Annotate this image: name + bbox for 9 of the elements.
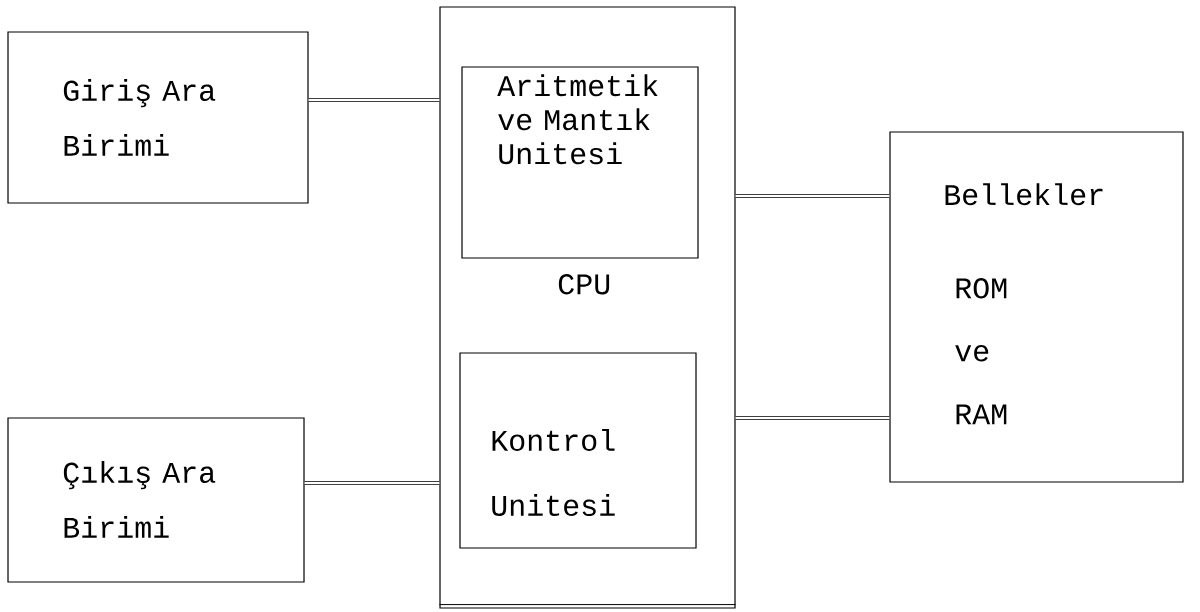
unit-box: Kontrol Unitesi <box>459 352 697 549</box>
bus-line <box>308 97 440 103</box>
bus-line <box>304 480 440 486</box>
unit-box: Aritmetik ve Mantık Unitesi <box>461 66 699 259</box>
memory-box: Bellekler ROM ve RAM <box>889 131 1184 483</box>
interface-box: Çıkış Ara Birimi <box>7 417 305 583</box>
bus-line <box>735 193 890 199</box>
interface-box: Giriş Ara Birimi <box>7 31 309 204</box>
bus-line <box>735 415 890 421</box>
